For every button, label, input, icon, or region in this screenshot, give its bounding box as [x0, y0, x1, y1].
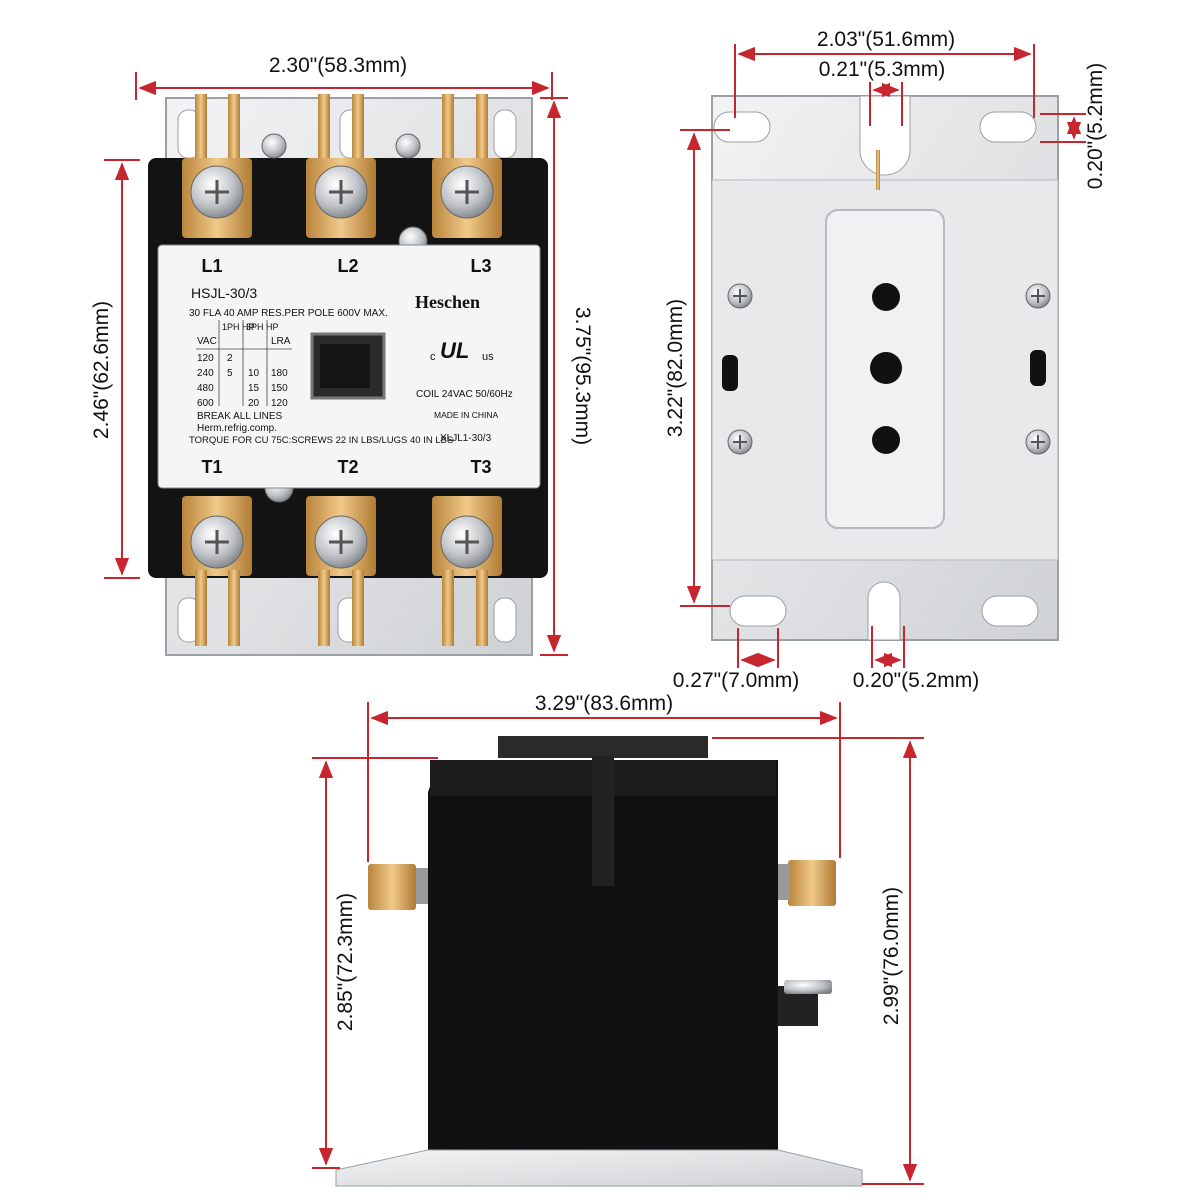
table-cell: 180 — [271, 368, 288, 379]
side-body-height-dimension: 2.85"(72.3mm) — [334, 893, 357, 1031]
table-cell: 15 — [248, 383, 260, 394]
table-cell: 2 — [227, 353, 233, 364]
torque-text: TORQUE FOR CU 75C:SCREWS 22 IN LBS/LUGS … — [189, 435, 453, 446]
front-total-height-dimension: 3.75"(95.3mm) — [571, 307, 594, 445]
table-cell: 240 — [197, 368, 214, 379]
table-cell: 600 — [197, 398, 214, 409]
back-height-dimension: 3.22"(82.0mm) — [664, 299, 687, 437]
side-contactor-body — [428, 760, 778, 1150]
coil-terminal-right — [788, 860, 836, 906]
made-in-china: MADE IN CHINA — [434, 410, 499, 420]
svg-text:UL: UL — [440, 338, 469, 363]
table-header: 1PH HP — [222, 322, 255, 332]
table-header: VAC — [197, 336, 217, 347]
ul-certification-mark: c UL us — [430, 338, 494, 363]
svg-text:c: c — [430, 351, 436, 363]
back-slot-top-dimension: 0.21"(5.3mm) — [819, 58, 946, 81]
rating-text: 30 FLA 40 AMP RES.PER POLE 600V MAX. — [189, 308, 388, 319]
table-cell: 120 — [271, 398, 288, 409]
terminal-label-t1: T1 — [201, 457, 222, 477]
back-dimensions — [680, 44, 1086, 668]
side-base-plate — [335, 1149, 863, 1187]
back-view: 2.03"(51.6mm) 0.21"(5.3mm) 0.20"(5.2mm) … — [664, 28, 1107, 692]
terminal-label-l1: L1 — [201, 256, 222, 276]
front-dimensions — [104, 72, 568, 656]
table-header: LRA — [271, 336, 291, 347]
front-view: L1 L2 L3 HSJL-30/3 Heschen 30 FLA 40 AMP… — [90, 54, 594, 656]
brand-name: Heschen — [415, 292, 480, 312]
coil-rating: COIL 24VAC 50/60Hz — [416, 389, 513, 400]
break-all-lines: BREAK ALL LINES — [197, 411, 283, 422]
terminal-label-t3: T3 — [470, 457, 491, 477]
table-cell: 20 — [248, 398, 260, 409]
back-slot-right-dimension: 0.20"(5.2mm) — [1084, 63, 1107, 190]
side-total-height-dimension: 2.99"(76.0mm) — [880, 887, 903, 1025]
side-width-dimension: 3.29"(83.6mm) — [535, 692, 673, 715]
table-cell: 480 — [197, 383, 214, 394]
terminal-label-l2: L2 — [337, 256, 358, 276]
table-cell: 150 — [271, 383, 288, 394]
table-cell: 5 — [227, 368, 233, 379]
herm-text: Herm.refrig.comp. — [197, 423, 277, 434]
mounting-hole — [872, 426, 900, 454]
table-header: 3PH HP — [246, 322, 279, 332]
side-dimensions — [312, 702, 924, 1185]
terminal-label-l3: L3 — [470, 256, 491, 276]
mounting-hole — [870, 352, 902, 384]
back-width-dimension: 2.03"(51.6mm) — [817, 28, 955, 51]
front-body-height-dimension: 2.46"(62.6mm) — [90, 301, 113, 439]
back-hole-left-dimension: 0.27"(7.0mm) — [673, 669, 800, 692]
table-cell: 10 — [248, 368, 260, 379]
back-slot-bottom-dimension: 0.20"(5.2mm) — [853, 669, 980, 692]
side-view: 3.29"(83.6mm) 2.85"(72.3mm) 2.99"(76.0mm… — [312, 692, 924, 1187]
coil-terminal-left — [368, 864, 416, 910]
top-terminals — [182, 94, 502, 256]
bottom-terminals — [182, 473, 502, 646]
screw-icon — [261, 133, 287, 159]
terminal-label-t2: T2 — [337, 457, 358, 477]
front-width-dimension: 2.30"(58.3mm) — [269, 54, 407, 77]
part-number: XLJL1-30/3 — [440, 433, 492, 444]
mounting-hole — [872, 283, 900, 311]
table-cell: 120 — [197, 353, 214, 364]
svg-text:us: us — [482, 351, 494, 363]
hp-table: VAC 1PH HP 3PH HP LRA 120 2 240 5 10 180… — [196, 320, 292, 409]
model-number: HSJL-30/3 — [191, 285, 257, 301]
screw-icon — [395, 133, 421, 159]
